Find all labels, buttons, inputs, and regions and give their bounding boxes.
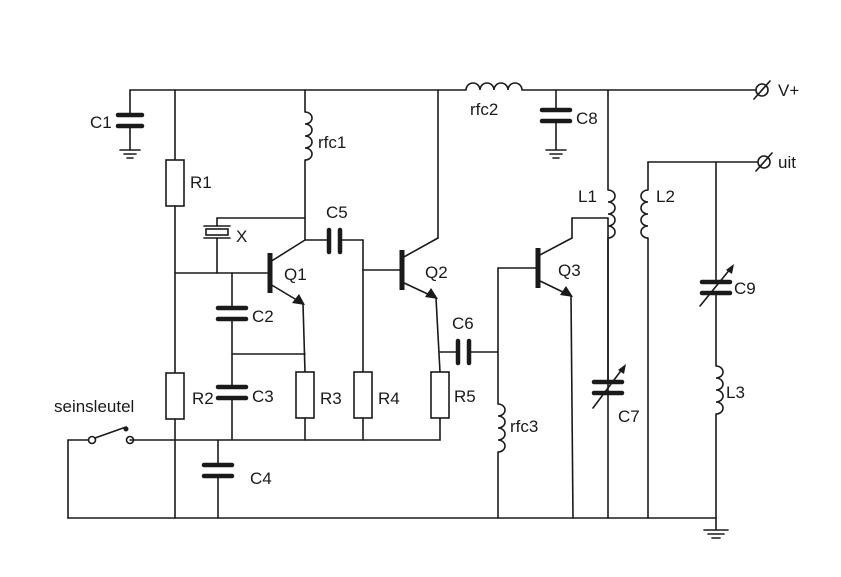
seinsleutel-label: seinsleutel [54, 397, 134, 416]
capacitor-c2: C2 [215, 272, 274, 388]
inductor-rfc2: rfc2 [465, 82, 523, 119]
r4-label: R4 [378, 389, 400, 408]
resistor-r4: R4 [353, 239, 401, 441]
c3-label: C3 [252, 387, 274, 406]
c2-label: C2 [252, 307, 274, 326]
transistor-q2: Q2 [399, 89, 448, 373]
c4-label: C4 [250, 469, 272, 488]
c8-label: C8 [576, 109, 598, 128]
uit-label: uit [778, 153, 796, 172]
capacitor-c6: C6 [439, 314, 499, 366]
capacitor-c5: C5 [304, 203, 364, 255]
inductor-l2: L2 [640, 161, 675, 519]
inductor-l1: L1 [578, 89, 616, 519]
c5-label: C5 [326, 203, 348, 222]
vplus-terminal: V+ [753, 80, 799, 100]
capacitor-c8: C8 [539, 89, 598, 159]
q2-label: Q2 [425, 263, 448, 282]
resistor-r3: R3 [295, 371, 342, 441]
c9-label: C9 [734, 279, 756, 298]
inductor-rfc3: rfc3 [497, 267, 538, 519]
key-switch: seinsleutel [54, 397, 134, 519]
capacitor-c9: C9 [699, 161, 756, 367]
x-label: X [236, 227, 247, 246]
l3-label: L3 [726, 383, 745, 402]
capacitor-c4: C4 [201, 439, 272, 519]
r3-label: R3 [320, 389, 342, 408]
rfc2-label: rfc2 [470, 100, 498, 119]
inductor-rfc1: rfc1 [304, 89, 346, 241]
transistor-q1: Q1 [267, 239, 307, 373]
r2-label: R2 [192, 389, 214, 408]
capacitor-c7: C7 [591, 217, 640, 426]
crystal-x: X [203, 217, 306, 274]
resistor-r1: R1 [165, 89, 212, 374]
capacitor-c3: C3 [215, 384, 274, 441]
inductor-l3: L3 [715, 365, 745, 519]
capacitor-c1: C1 [90, 89, 145, 159]
ground-rail [67, 517, 729, 539]
transistor-q3: Q3 [497, 217, 609, 519]
l2-label: L2 [656, 187, 675, 206]
q3-label: Q3 [558, 261, 581, 280]
c6-label: C6 [452, 314, 474, 333]
c1-label: C1 [90, 113, 112, 132]
rfc3-label: rfc3 [510, 417, 538, 436]
rfc1-label: rfc1 [318, 133, 346, 152]
output-terminal: uit [755, 152, 796, 172]
resistor-r2: R2 [165, 372, 214, 519]
l1-label: L1 [578, 187, 597, 206]
q1-label: Q1 [284, 265, 307, 284]
c7-label: C7 [618, 407, 640, 426]
vplus-label: V+ [778, 81, 799, 100]
resistor-r5: R5 [430, 371, 476, 441]
r1-label: R1 [190, 173, 212, 192]
r5-label: R5 [454, 387, 476, 406]
